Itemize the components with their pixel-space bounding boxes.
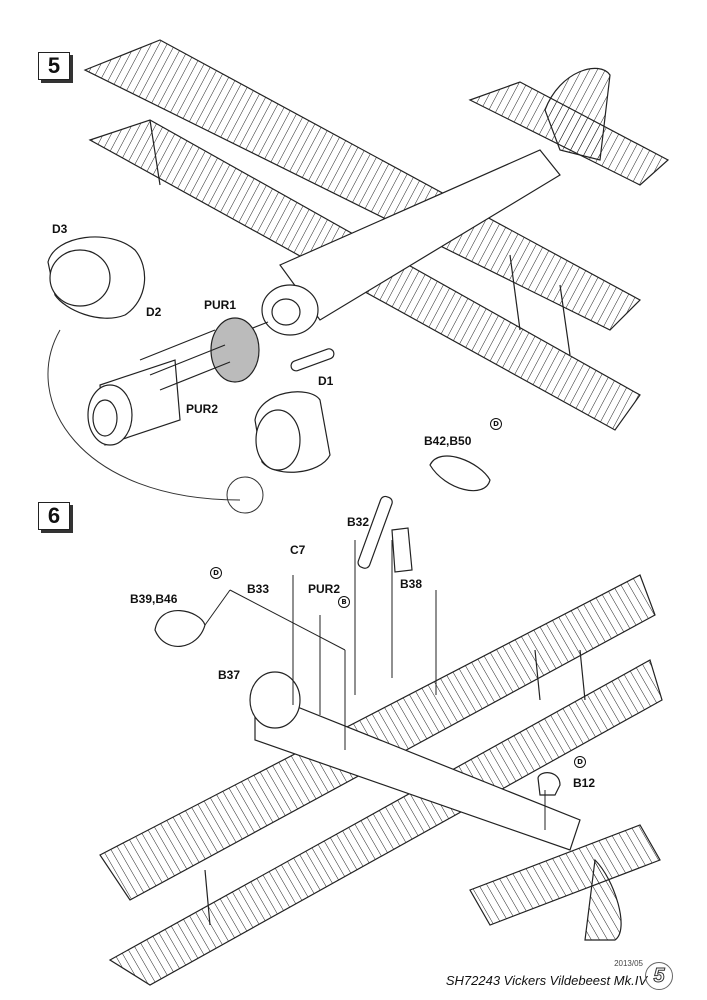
step-6-badge: 6 — [38, 502, 70, 530]
label-b42-b50: B42,B50 — [424, 434, 472, 448]
aircraft-bottom — [99, 574, 663, 986]
cowling-d1 — [254, 348, 335, 473]
label-b37: B37 — [218, 668, 241, 682]
label-pur2-engine: PUR2 — [186, 402, 219, 416]
model-title: SH72243 Vickers Vildebeest Mk.IV — [445, 973, 647, 988]
label-pur2-stick: PUR2 — [308, 582, 341, 596]
label-b39-b46: B39,B46 — [130, 592, 178, 606]
label-d2: D2 — [146, 305, 162, 319]
badge-b-pur2: B — [338, 596, 350, 608]
gun-b32-b38 — [357, 495, 561, 796]
revision-date: 2013/05 — [614, 959, 643, 968]
page-number: 5 — [645, 962, 673, 990]
label-pur1: PUR1 — [204, 298, 237, 312]
engine-assembly — [87, 317, 260, 446]
rotation-arrow — [47, 329, 241, 501]
step-5-badge: 5 — [38, 52, 70, 80]
label-d3: D3 — [52, 222, 68, 236]
label-b38: B38 — [400, 577, 423, 591]
label-c7: C7 — [290, 543, 306, 557]
cowling-d3-d2 — [47, 236, 146, 319]
badge-d-b39: D — [210, 567, 222, 579]
label-d1: D1 — [318, 374, 334, 388]
badge-d-b12: D — [574, 756, 586, 768]
canopy-b39 — [154, 610, 206, 647]
leader-lines — [204, 540, 546, 830]
aircraft-top — [83, 39, 670, 431]
label-b12: B12 — [573, 776, 596, 790]
canopy-b42 — [429, 455, 491, 492]
badge-d-b42: D — [490, 418, 502, 430]
label-b33: B33 — [247, 582, 270, 596]
label-b32: B32 — [347, 515, 370, 529]
